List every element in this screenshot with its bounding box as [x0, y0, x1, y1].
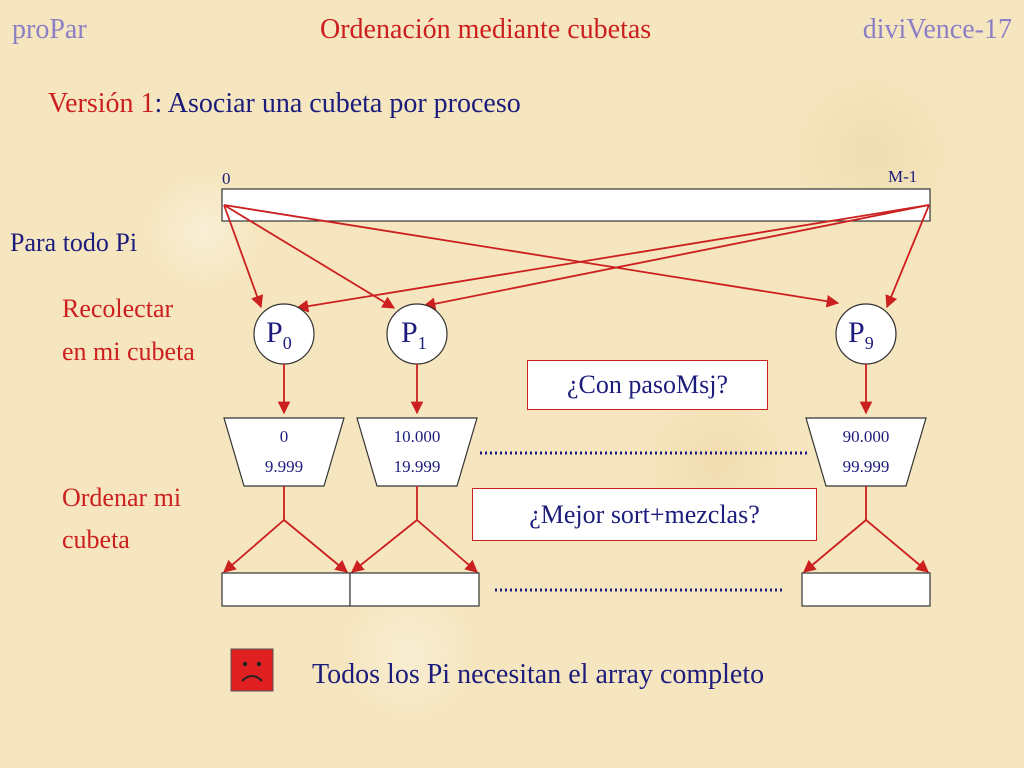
output-segment-9: [801, 572, 931, 607]
arrow-end-to-p9: [885, 204, 930, 309]
arrow-bucket1-left: [351, 519, 418, 573]
bucket-0: [223, 417, 345, 487]
array-end-label: M-1: [888, 167, 918, 186]
recolectar-label-line2: en mi cubeta: [62, 337, 195, 366]
arrow-end-to-p0: [295, 204, 930, 313]
arrow-bucket9-right: [865, 519, 929, 573]
header-section: diviVence-17: [862, 14, 1012, 45]
callout-mejor-sort: ¿Mejor sort+mezclas?: [472, 488, 817, 541]
bucket-1: [356, 417, 478, 487]
version-heading: Versión 1: Asociar una cubeta por proces…: [48, 90, 521, 118]
arrow-bucket1-right: [416, 519, 478, 573]
process-p0-label: P0: [266, 316, 292, 353]
arrow-bucket0-left: [223, 519, 285, 573]
para-todo-label: Para todo Pi: [10, 228, 138, 257]
arrow-start-to-p0: [223, 204, 264, 309]
bucket-0-high: 9.999: [264, 457, 304, 476]
sad-face-icon: [230, 648, 274, 692]
version-separator: :: [154, 88, 163, 119]
bucket-9: [805, 417, 927, 487]
arrow-bucket0-right: [283, 519, 348, 573]
footer-conclusion: Todos los Pi necesitan el array completo: [312, 659, 765, 690]
arrow-start-to-p9: [223, 204, 840, 308]
output-segment-1: [349, 572, 480, 607]
arrow-start-to-p1: [223, 204, 396, 309]
output-segment-0: [221, 572, 351, 607]
arrow-bucket9-left: [803, 519, 867, 573]
input-array: [221, 188, 931, 222]
bucket-9-low: 90.000: [842, 427, 890, 446]
merge-arrows: [223, 486, 929, 573]
header-course: proPar: [12, 14, 87, 45]
callout-paso-msj: ¿Con pasoMsj?: [527, 360, 768, 410]
distribution-arrows: [223, 204, 930, 313]
bucket-0-low: 0: [279, 427, 289, 446]
bucket-9-high: 99.999: [842, 457, 890, 476]
arrow-end-to-p1: [422, 204, 930, 310]
process-p1-label: P1: [401, 316, 427, 353]
slide-title: Ordenación mediante cubetas: [320, 14, 652, 45]
ordenar-label-line1: Ordenar mi: [62, 483, 182, 512]
array-start-label: 0: [222, 169, 231, 188]
bucket-1-high: 19.999: [393, 457, 441, 476]
bucket-1-low: 10.000: [393, 427, 441, 446]
process-p9-label: P9: [848, 316, 874, 353]
recolectar-label-line1: Recolectar: [62, 294, 174, 323]
ordenar-label-line2: cubeta: [62, 525, 130, 554]
version-description: Asociar una cubeta por proceso: [162, 88, 521, 119]
process-bucket-arrows: [277, 364, 873, 415]
version-label: Versión 1: [48, 88, 155, 119]
